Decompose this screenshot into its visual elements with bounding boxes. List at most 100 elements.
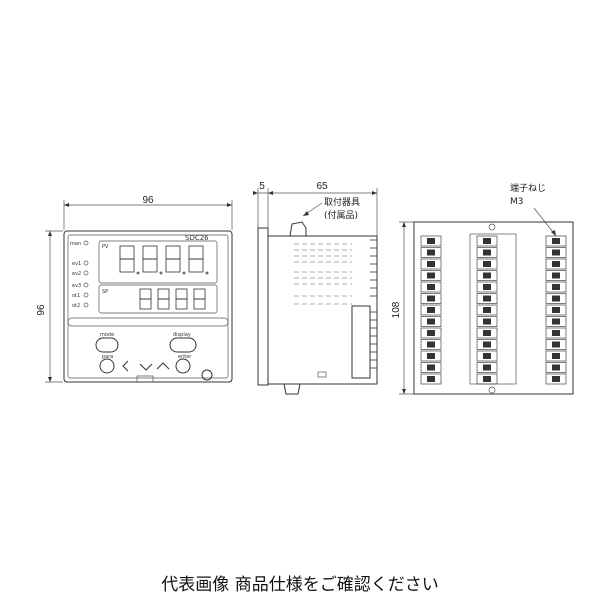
terminal-cell xyxy=(476,316,498,327)
terminal-screw xyxy=(552,272,560,279)
terminal-cell xyxy=(420,293,442,304)
terminal-screw xyxy=(427,330,435,336)
bottom-tab xyxy=(136,375,154,382)
status-leds: man ev1 ev2 ev3 ot1 ot2 xyxy=(70,240,89,309)
terminal-cell xyxy=(545,281,567,293)
terminal-screw xyxy=(483,261,491,267)
para-key[interactable] xyxy=(99,358,115,374)
side-bezel xyxy=(257,227,269,386)
terminal-screw xyxy=(483,341,491,348)
front-depth-label: 5 xyxy=(259,181,265,192)
rear-view: 端子ねじ M3 108 xyxy=(391,182,574,395)
terminal-cell xyxy=(420,270,442,281)
terminal-cell xyxy=(545,327,567,339)
sp-label: SP xyxy=(102,289,108,295)
terminal-screw xyxy=(427,249,435,256)
depth-label: 65 xyxy=(316,181,328,192)
led-label-ev1: ev1 xyxy=(72,261,81,267)
terminal-cell xyxy=(545,362,567,373)
terminal-cell xyxy=(476,327,498,339)
terminal-screw xyxy=(427,272,435,279)
terminal-cell xyxy=(545,235,567,247)
terminal-screw xyxy=(552,318,560,325)
terminal-screw xyxy=(427,295,435,302)
display-key-label: display xyxy=(173,332,191,338)
display-key[interactable] xyxy=(169,337,197,353)
rear-height-label: 108 xyxy=(391,301,402,318)
terminal-screw xyxy=(427,376,435,382)
side-body xyxy=(267,235,378,385)
pv-display xyxy=(98,240,218,284)
terminal-cell xyxy=(545,339,567,350)
rear-bottom-screw xyxy=(488,386,496,394)
mounting-bracket-bottom xyxy=(283,383,301,395)
terminal-cell xyxy=(420,362,442,373)
model-label: SDC26 xyxy=(185,234,209,242)
front-height-label: 96 xyxy=(36,304,47,316)
led-label-man: man xyxy=(70,241,81,247)
terminal-cell xyxy=(545,316,567,327)
terminal-screw xyxy=(427,307,435,313)
terminal-cell xyxy=(476,281,498,293)
terminal-screw xyxy=(552,307,560,313)
sp-digits xyxy=(139,288,206,310)
terminal-screw xyxy=(552,261,560,267)
terminal-cell xyxy=(476,258,498,270)
bracket-label-line2: (付属品) xyxy=(324,210,358,221)
enter-key[interactable] xyxy=(175,358,191,374)
terminal-cell xyxy=(476,235,498,247)
terminal-screw xyxy=(552,364,560,371)
rear-top-screw xyxy=(488,223,496,231)
terminal-cell xyxy=(476,350,498,362)
side-latch xyxy=(317,371,327,378)
down-arrow-icon[interactable] xyxy=(139,363,153,371)
terminal-screw xyxy=(483,272,491,279)
terminal-screw xyxy=(483,318,491,325)
terminal-screw xyxy=(483,330,491,336)
terminal-screw xyxy=(427,364,435,371)
terminal-cell xyxy=(420,373,442,385)
terminal-cell xyxy=(545,258,567,270)
terminal-screw xyxy=(483,376,491,382)
left-arrow-icon[interactable] xyxy=(122,360,129,372)
terminal-screw xyxy=(483,307,491,313)
front-width-label: 96 xyxy=(142,195,154,206)
terminal-screw xyxy=(427,353,435,359)
front-panel xyxy=(63,230,233,383)
terminal-screw xyxy=(483,295,491,302)
terminal-cell xyxy=(420,316,442,327)
terminal-cell xyxy=(476,339,498,350)
terminal-screw xyxy=(483,249,491,256)
terminal-screw xyxy=(552,376,560,382)
terminal-cell xyxy=(545,350,567,362)
up-arrow-icon[interactable] xyxy=(156,362,170,370)
terminal-screw xyxy=(483,284,491,290)
terminal-cell xyxy=(545,373,567,385)
terminal-cell xyxy=(476,373,498,385)
loader-port xyxy=(201,369,213,381)
terminal-screw xyxy=(427,284,435,290)
terminal-cell xyxy=(420,235,442,247)
vent-slots xyxy=(294,243,352,305)
led-label-ev3: ev3 xyxy=(72,283,81,289)
terminal-screw xyxy=(552,284,560,290)
terminal-cell xyxy=(476,362,498,373)
terminal-cell xyxy=(545,270,567,281)
mode-key[interactable] xyxy=(95,337,119,353)
para-key-label: para xyxy=(102,354,113,360)
terminal-cell xyxy=(476,270,498,281)
terminal-cell xyxy=(420,304,442,316)
terminal-cell xyxy=(545,247,567,258)
terminal-screw xyxy=(483,238,491,244)
terminal-screw xyxy=(552,249,560,256)
screw-label-line2: M3 xyxy=(510,197,524,207)
terminal-cell xyxy=(420,247,442,258)
terminal-cell xyxy=(476,247,498,258)
terminal-screw xyxy=(427,261,435,267)
mounting-bracket-top xyxy=(289,221,307,237)
terminal-cell xyxy=(476,293,498,304)
led-label-ev2: ev2 xyxy=(72,271,81,277)
rear-body xyxy=(413,221,574,395)
terminal-screw xyxy=(552,295,560,302)
